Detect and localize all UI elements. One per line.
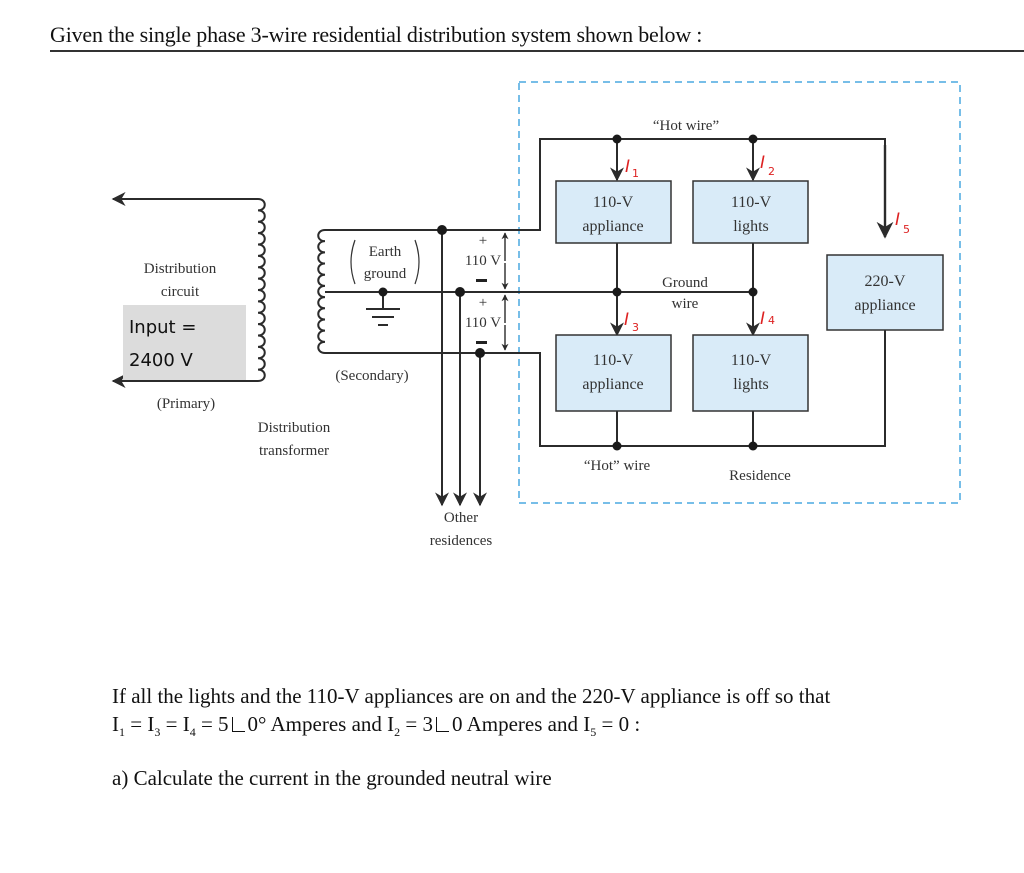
current-label-i4: I 4	[760, 309, 775, 329]
residence-label: Residence	[729, 468, 791, 484]
earth-ground-label-1: Earth	[369, 244, 402, 260]
angle-symbol	[231, 717, 245, 732]
secondary-wires	[325, 138, 894, 507]
svg-text:I: I	[760, 309, 765, 329]
lights-lower: 110-V lights	[692, 334, 809, 412]
secondary-coil	[317, 229, 330, 354]
input-box	[123, 305, 246, 380]
voltage-upper-value: 110 V	[465, 253, 501, 269]
svg-text:1: 1	[632, 167, 639, 180]
current-label-i3: I 3	[624, 310, 639, 334]
voltage-lower-minus	[476, 341, 487, 344]
lights-upper: 110-V lights	[692, 180, 809, 244]
voltage-lower-value: 110 V	[465, 315, 501, 331]
svg-text:I: I	[624, 310, 629, 330]
junction-dots	[378, 134, 758, 451]
current-label-i2: I 2	[760, 153, 775, 178]
hot-wire-bottom-label: “Hot” wire	[584, 458, 651, 474]
svg-text:3: 3	[632, 321, 639, 334]
appliance-lower-line2: appliance	[582, 376, 643, 393]
appliance-lower-line1: 110-V	[593, 352, 634, 369]
distribution-circuit-label-2: circuit	[161, 284, 200, 300]
angle-symbol	[436, 717, 449, 732]
svg-text:4: 4	[768, 314, 775, 327]
input-label: Input =	[129, 317, 196, 338]
question-text: If all the lights and the 110-V applianc…	[112, 682, 992, 746]
ground-wire-label-1: Ground	[662, 275, 708, 291]
transformer-label-2: transformer	[259, 443, 329, 459]
primary-label: (Primary)	[157, 396, 215, 412]
appliance-220v: 220-V appliance	[826, 254, 944, 331]
input-voltage: 2400 V	[129, 350, 194, 371]
appliance-upper: 110-V appliance	[555, 180, 672, 244]
voltage-upper-minus	[476, 279, 487, 282]
appliance-lower: 110-V appliance	[555, 334, 672, 412]
other-residences-label-1: Other	[444, 510, 478, 526]
current-label-i1: I 1	[625, 157, 639, 180]
distribution-circuit-label-1: Distribution	[144, 261, 217, 277]
appliance-220v-line1: 220-V	[865, 273, 906, 290]
transformer-label-1: Distribution	[258, 420, 331, 436]
svg-text:I: I	[760, 153, 765, 173]
lights-upper-line1: 110-V	[731, 194, 772, 211]
lights-upper-line2: lights	[733, 218, 769, 235]
ground-wire-label-2: wire	[672, 296, 699, 312]
current-label-i5: I 5	[895, 210, 910, 236]
earth-ground-label-2: ground	[364, 266, 407, 282]
svg-text:5: 5	[903, 223, 910, 236]
voltage-upper-plus: +	[479, 233, 487, 249]
primary-coil	[250, 198, 266, 382]
earth-ground-bracket-right	[414, 239, 420, 285]
svg-text:2: 2	[768, 165, 775, 178]
hot-wire-top-label: “Hot wire”	[653, 118, 719, 134]
earth-ground-bracket-left	[350, 239, 356, 285]
svg-text:I: I	[625, 157, 630, 177]
question-part-a: a) Calculate the current in the grounded…	[112, 766, 552, 790]
secondary-label: (Secondary)	[335, 368, 408, 384]
primary-wires	[111, 192, 258, 388]
question-line-1: If all the lights and the 110-V applianc…	[112, 684, 831, 708]
appliance-upper-line2: appliance	[582, 218, 643, 235]
appliance-220v-line2: appliance	[854, 297, 915, 314]
distribution-system-diagram: Input = 2400 V Distribution circuit (Pri…	[111, 81, 961, 549]
voltage-lower-plus: +	[479, 295, 487, 311]
lights-lower-line1: 110-V	[731, 352, 772, 369]
lights-lower-line2: lights	[733, 376, 769, 393]
other-residences-label-2: residences	[430, 533, 493, 549]
problem-heading: Given the single phase 3-wire residentia…	[50, 22, 703, 47]
svg-text:I: I	[895, 210, 900, 230]
appliance-upper-line1: 110-V	[593, 194, 634, 211]
heading-underline	[50, 50, 1024, 52]
